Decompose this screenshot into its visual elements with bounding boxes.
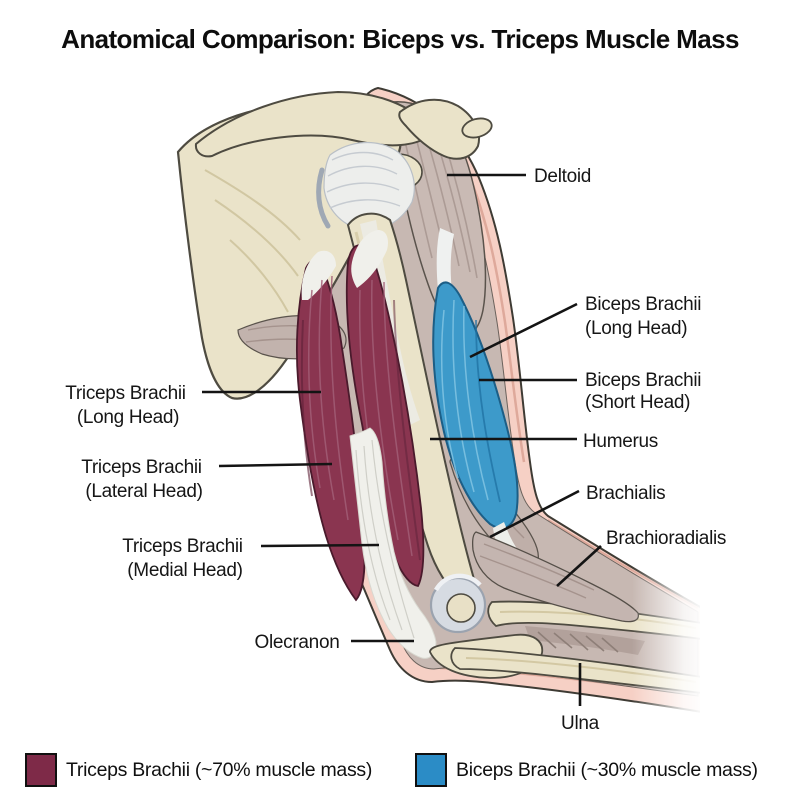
leader-brachialis xyxy=(489,489,580,539)
label-biceps-long: Biceps Brachii (Long Head) xyxy=(585,294,706,339)
biceps-upper-tendon xyxy=(436,228,454,292)
anatomy-labels: Deltoid Biceps Brachii (Long Head) Bicep… xyxy=(65,166,726,734)
leader-biceps-long xyxy=(469,302,578,359)
triceps-muscle xyxy=(295,230,437,659)
label-brachioradialis: Brachioradialis xyxy=(606,528,726,549)
clavicle-end xyxy=(461,117,493,139)
biceps-belly xyxy=(432,281,519,530)
triceps-color-swatch xyxy=(25,753,57,787)
triceps-long-head-tendon xyxy=(301,250,336,300)
interosseous-fiber-texture xyxy=(537,631,619,653)
capsule-fiber-texture xyxy=(326,151,401,209)
leader-triceps-medial xyxy=(260,543,380,548)
page-title: Anatomical Comparison: Biceps vs. Tricep… xyxy=(61,24,739,54)
leader-brachioradialis xyxy=(556,545,602,587)
legend-item-triceps: Triceps Brachii (~70% muscle mass) xyxy=(25,751,372,789)
triceps-lateral-head-tendon xyxy=(351,230,388,288)
triceps-fiber-texture xyxy=(300,275,421,561)
leader-triceps-lateral xyxy=(218,462,333,468)
brachioradialis-muscle xyxy=(471,531,640,623)
label-triceps-medial: Triceps Brachii (Medial Head) xyxy=(122,536,247,581)
triceps-medial-tendon-band xyxy=(349,427,437,659)
biceps-muscle xyxy=(432,228,519,557)
fade-overlay-solid xyxy=(700,460,800,750)
label-triceps-long: Triceps Brachii (Long Head) xyxy=(65,383,190,428)
label-humerus: Humerus xyxy=(583,431,658,452)
label-deltoid: Deltoid xyxy=(534,166,591,187)
fade-overlay xyxy=(632,470,706,736)
shoulder-joint xyxy=(316,141,423,231)
legend-label-triceps: Triceps Brachii (~70% muscle mass) xyxy=(66,758,373,781)
label-triceps-lateral: Triceps Brachii (Lateral Head) xyxy=(81,457,206,502)
label-biceps-short: Biceps Brachii (Short Head) xyxy=(585,370,706,413)
trochlea-bone xyxy=(446,593,476,623)
label-brachialis: Brachialis xyxy=(586,483,665,504)
scapula-shading xyxy=(204,169,301,313)
label-ulna: Ulna xyxy=(561,713,600,734)
legend-item-biceps: Biceps Brachii (~30% muscle mass) xyxy=(415,751,758,789)
biceps-color-swatch xyxy=(415,753,447,787)
label-olecranon: Olecranon xyxy=(255,632,340,653)
elbow-joint xyxy=(429,573,487,634)
acromion xyxy=(398,98,480,160)
biceps-fiber-texture xyxy=(440,299,501,503)
tendon-fiber-texture xyxy=(355,439,415,639)
legend-label-biceps: Biceps Brachii (~30% muscle mass) xyxy=(456,758,758,781)
glenoid-rim xyxy=(316,167,331,229)
leader-lines xyxy=(202,173,602,706)
